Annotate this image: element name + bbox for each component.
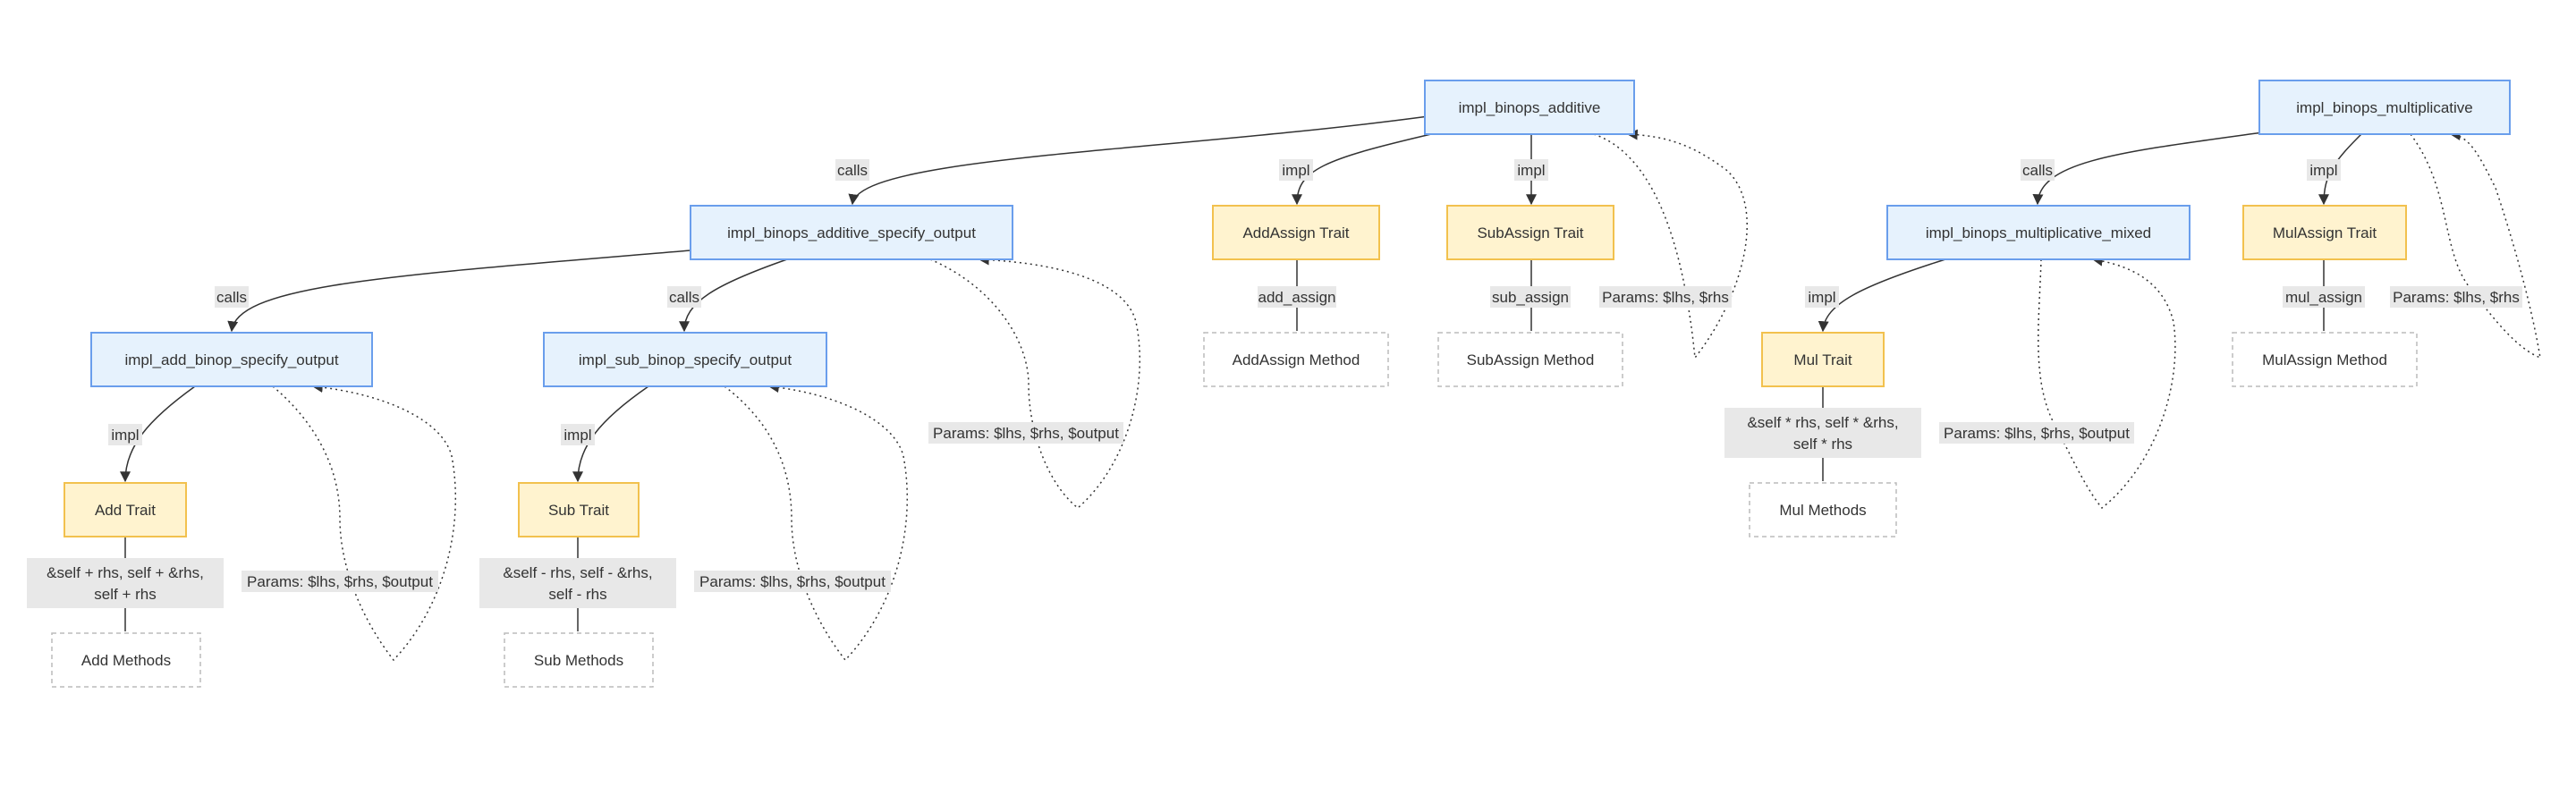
node-label: SubAssign Method (1467, 351, 1595, 368)
edge-multiplicative-self-loop (2410, 130, 2541, 360)
edge-multiplicative-calls-mixed (2032, 131, 2264, 206)
edge-label-params-lhs-rhs: Params: $lhs, $rhs (2393, 289, 2520, 306)
edge-additive-calls-specify-output (848, 115, 1429, 206)
nodes: impl_binops_additive impl_binops_multipl… (51, 80, 2511, 688)
node-impl-binops-multiplicative-mixed[interactable]: impl_binops_multiplicative_mixed (1886, 205, 2190, 260)
edge-label-mul-assign: mul_assign (2285, 289, 2362, 306)
edge-mixed-self-loop (2038, 255, 2176, 510)
node-impl-binops-multiplicative[interactable]: impl_binops_multiplicative (2258, 80, 2511, 135)
edge-label-params-lhs-rhs: Params: $lhs, $rhs (1602, 289, 1729, 306)
node-label: Add Trait (95, 502, 156, 519)
node-label: Sub Methods (534, 652, 623, 669)
node-label: MulAssign Method (2262, 351, 2387, 368)
node-label: Mul Trait (1793, 351, 1852, 368)
node-label: impl_binops_multiplicative (2296, 99, 2472, 116)
edge-label-add-signature-line2: self + rhs (94, 586, 156, 603)
edge-label-params-lhs-rhs-output: Params: $lhs, $rhs, $output (699, 573, 886, 590)
node-label: impl_binops_additive_specify_output (727, 224, 976, 241)
node-label: impl_binops_additive (1459, 99, 1601, 116)
node-subassign-trait[interactable]: SubAssign Trait (1446, 205, 1614, 260)
node-addassign-trait[interactable]: AddAssign Trait (1212, 205, 1380, 260)
node-label: Sub Trait (548, 502, 609, 519)
edge-add-binop-self-loop (272, 382, 457, 662)
edge-label-mul-signature-line2: self * rhs (1793, 436, 1852, 453)
node-mul-methods[interactable]: Mul Methods (1749, 482, 1897, 537)
node-label: impl_sub_binop_specify_output (579, 351, 792, 368)
edge-label-impl: impl (1517, 162, 1545, 179)
edge-specify-output-calls-add-binop (227, 250, 691, 333)
edge-labels: calls impl impl calls calls add_assign s… (27, 159, 2522, 608)
node-impl-binops-additive-specify-output[interactable]: impl_binops_additive_specify_output (690, 205, 1013, 260)
edge-label-sub-assign: sub_assign (1492, 289, 1569, 306)
edge-add-binop-impl-add-trait (120, 385, 196, 483)
edge-label-add-signature-line1: &self + rhs, self + &rhs, (47, 564, 204, 581)
edge-label-impl: impl (1282, 162, 1309, 179)
node-add-methods[interactable]: Add Methods (51, 632, 201, 688)
edge-label-impl: impl (564, 427, 591, 444)
edge-label-calls: calls (2022, 162, 2053, 179)
edge-label-impl: impl (111, 427, 139, 444)
node-label: impl_binops_multiplicative_mixed (1926, 224, 2151, 241)
node-mul-trait[interactable]: Mul Trait (1761, 332, 1885, 387)
edge-additive-self-loop (1593, 129, 1748, 360)
node-subassign-method[interactable]: SubAssign Method (1437, 332, 1623, 387)
node-impl-binops-additive[interactable]: impl_binops_additive (1424, 80, 1635, 135)
edge-label-impl: impl (2309, 162, 2337, 179)
edge-specify-output-calls-sub-binop (679, 258, 788, 333)
edge-label-params-lhs-rhs-output: Params: $lhs, $rhs, $output (247, 573, 433, 590)
edge-label-add-assign: add_assign (1258, 289, 1336, 306)
node-sub-methods[interactable]: Sub Methods (504, 632, 654, 688)
node-impl-sub-binop-specify-output[interactable]: impl_sub_binop_specify_output (543, 332, 827, 387)
edge-label-mul-signature-line1: &self * rhs, self * &rhs, (1747, 414, 1898, 431)
edge-specify-output-self-loop (929, 254, 1141, 509)
node-label: Mul Methods (1779, 502, 1866, 519)
edge-mixed-impl-mul-trait (1818, 258, 1946, 333)
node-label: AddAssign Trait (1242, 224, 1349, 241)
edge-additive-impl-addassign (1292, 133, 1432, 206)
edge-label-params-lhs-rhs-output: Params: $lhs, $rhs, $output (1944, 425, 2130, 442)
edge-label-impl: impl (1808, 289, 1835, 306)
edge-label-calls: calls (669, 289, 699, 306)
node-label: impl_add_binop_specify_output (124, 351, 338, 368)
node-addassign-method[interactable]: AddAssign Method (1203, 332, 1389, 387)
node-mulassign-trait[interactable]: MulAssign Trait (2242, 205, 2407, 260)
edge-sub-binop-self-loop (724, 382, 909, 662)
node-label: Add Methods (81, 652, 171, 669)
edge-label-calls: calls (216, 289, 247, 306)
node-add-trait[interactable]: Add Trait (64, 482, 187, 537)
node-label: MulAssign Trait (2273, 224, 2377, 241)
node-impl-add-binop-specify-output[interactable]: impl_add_binop_specify_output (90, 332, 373, 387)
edge-label-calls: calls (837, 162, 868, 179)
node-label: AddAssign Method (1233, 351, 1360, 368)
edge-label-sub-signature-line2: self - rhs (548, 586, 606, 603)
node-mulassign-method[interactable]: MulAssign Method (2232, 332, 2418, 387)
node-sub-trait[interactable]: Sub Trait (518, 482, 640, 537)
edge-label-params-lhs-rhs-output: Params: $lhs, $rhs, $output (933, 425, 1119, 442)
edge-label-sub-signature-line1: &self - rhs, self - &rhs, (503, 564, 652, 581)
node-label: SubAssign Trait (1477, 224, 1583, 241)
